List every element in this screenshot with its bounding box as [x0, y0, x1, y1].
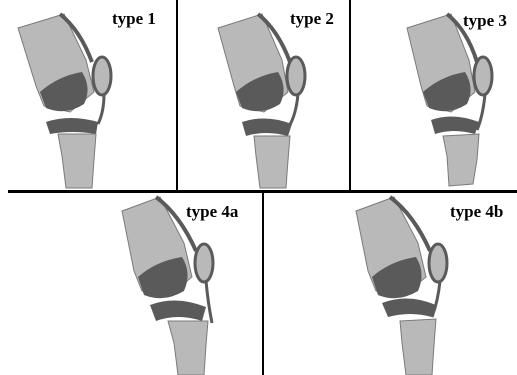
- tibial-plateau-cartilage: [150, 300, 206, 321]
- panel-label: type 4b: [450, 203, 503, 220]
- tibia: [58, 134, 96, 188]
- tibia: [168, 321, 208, 375]
- tibial-plateau-cartilage: [431, 116, 479, 134]
- patella: [195, 244, 213, 282]
- tibial-plateau-cartilage: [382, 298, 436, 317]
- panel-label: type 2: [290, 10, 334, 27]
- panel-label: type 4a: [186, 203, 238, 220]
- patellar-tendon: [288, 94, 298, 128]
- tibial-plateau-cartilage: [46, 118, 98, 134]
- patella: [429, 244, 447, 282]
- tibial-plateau-cartilage: [242, 118, 292, 136]
- tibia: [254, 136, 290, 188]
- patella: [93, 57, 111, 95]
- patella: [287, 57, 305, 95]
- patellar-tendon: [98, 94, 104, 124]
- patella: [474, 57, 492, 95]
- patellar-tendon: [206, 281, 212, 323]
- panel-type-3: type 3: [351, 0, 517, 190]
- divider-vertical-top-left: [176, 0, 178, 190]
- panel-label: type 3: [463, 12, 507, 29]
- knee-diagram-type-1: [0, 0, 176, 190]
- divider-vertical-top-right: [349, 0, 351, 190]
- panel-type-2: type 2: [178, 0, 349, 190]
- tibia: [400, 319, 436, 375]
- panel-type-4a: type 4a: [0, 193, 262, 375]
- divider-vertical-bottom: [262, 193, 264, 375]
- patellar-tendon: [477, 94, 485, 130]
- panel-type-4b: type 4b: [264, 193, 517, 375]
- panel-type-1: type 1: [0, 0, 176, 190]
- tibia: [443, 134, 479, 186]
- panel-label: type 1: [112, 10, 156, 27]
- knee-diagram-type-2: [178, 0, 349, 190]
